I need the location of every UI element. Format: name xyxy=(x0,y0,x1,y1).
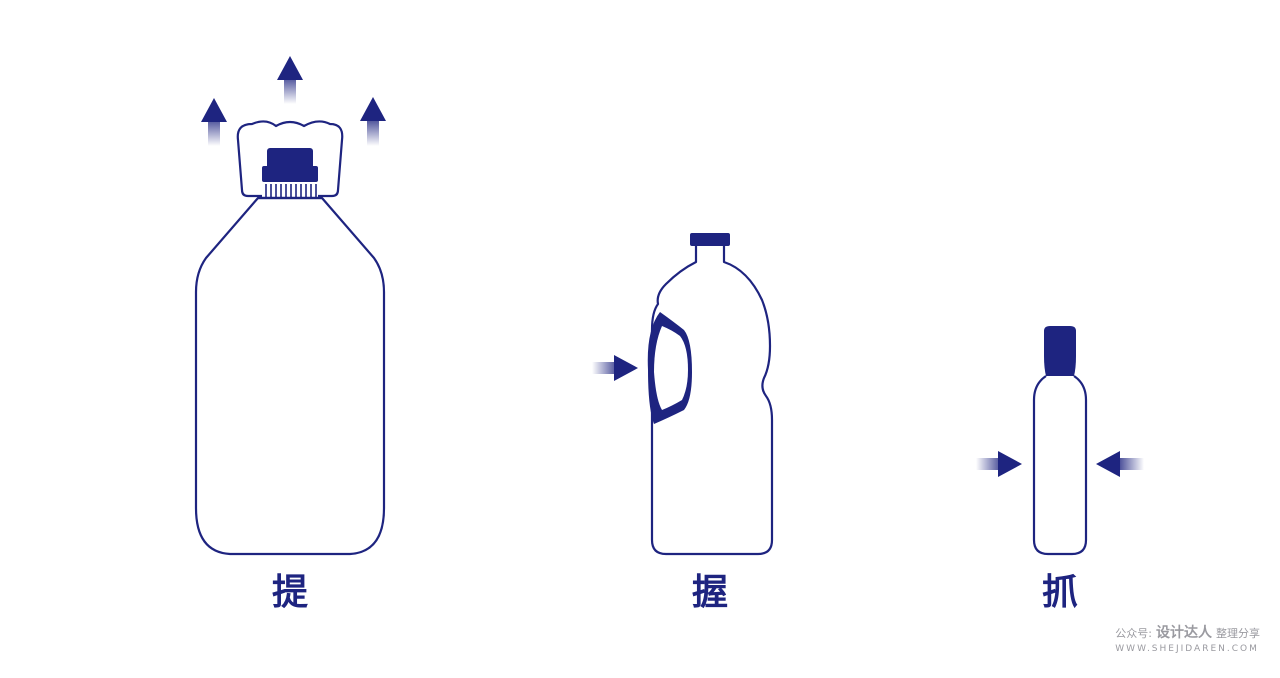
bottle-lift xyxy=(194,56,386,556)
grip-bottle-body xyxy=(650,246,774,556)
arrow-right-icon xyxy=(976,451,1022,477)
watermark-url: WWW.SHEJIDAREN.COM xyxy=(1115,644,1259,654)
jug-body xyxy=(194,196,386,556)
watermark-prefix: 公众号: xyxy=(1115,627,1152,640)
grab-bottle-cap xyxy=(1044,326,1076,376)
arrow-up-icon xyxy=(360,97,386,146)
watermark: 公众号: 设计达人 整理分享 WWW.SHEJIDAREN.COM xyxy=(1115,622,1260,654)
watermark-line: 公众号: 设计达人 整理分享 xyxy=(1115,622,1260,642)
caption-grab: 抓 xyxy=(1041,571,1078,613)
grab-bottle-body xyxy=(1032,375,1088,556)
bottle-grip xyxy=(592,233,774,556)
arrow-right-icon xyxy=(592,355,638,381)
arrow-up-icon xyxy=(201,98,227,146)
bottle-grab xyxy=(976,326,1144,556)
jug-cap xyxy=(267,148,313,170)
grip-bottle-cap xyxy=(690,233,730,246)
arrow-left-icon xyxy=(1096,451,1144,477)
arrow-up-icon xyxy=(277,56,303,104)
caption-grip: 握 xyxy=(691,571,728,613)
watermark-brand: 设计达人 xyxy=(1156,625,1212,641)
watermark-suffix: 整理分享 xyxy=(1216,627,1260,640)
caption-lift: 提 xyxy=(271,571,308,613)
jug-carry-handle xyxy=(236,120,344,198)
